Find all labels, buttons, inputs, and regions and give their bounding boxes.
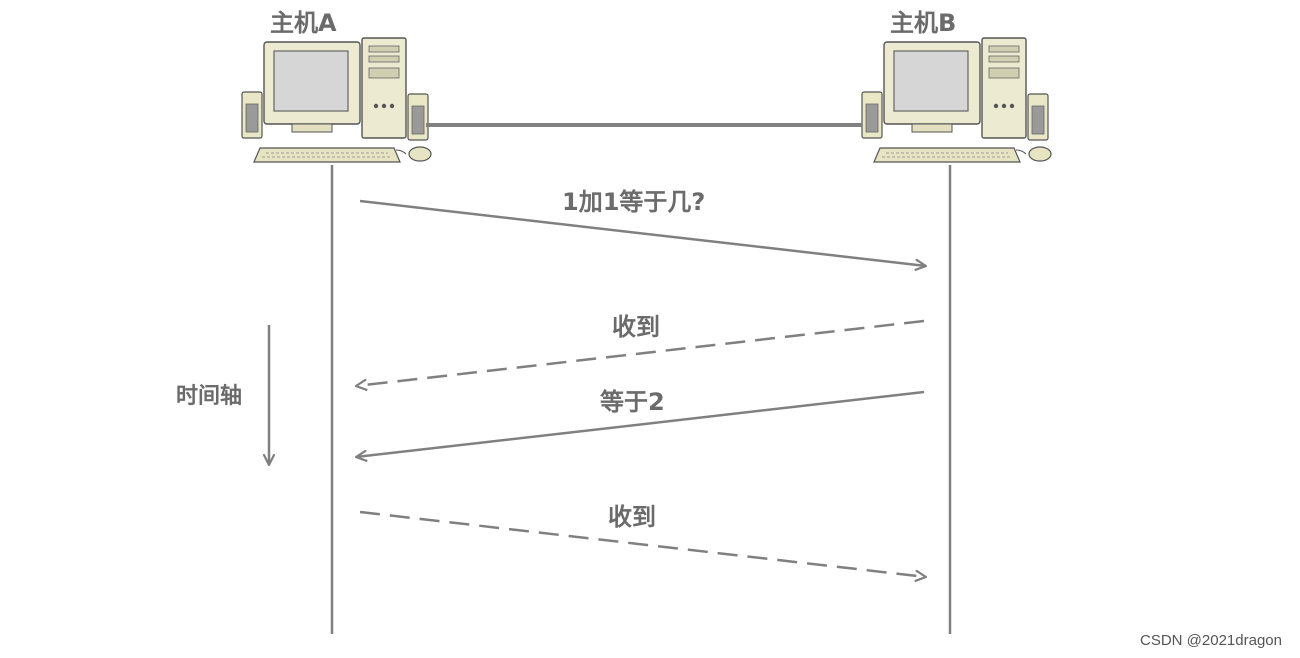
message-arrow-1: [359, 199, 926, 266]
message-label-1: 1加1等于几?: [562, 188, 705, 216]
host-a-label: 主机A: [270, 9, 337, 37]
message-label-4: 收到: [608, 503, 656, 531]
message-arrow-2: [356, 319, 925, 386]
message-arrow-4: [359, 510, 926, 577]
message-label-2: 收到: [612, 313, 660, 341]
watermark: CSDN @2021dragon: [1140, 632, 1282, 649]
message-arrow-3: [356, 390, 925, 457]
time-axis-label: 时间轴: [176, 383, 242, 409]
host-b-computer-icon: [861, 37, 1052, 163]
host-b-label: 主机B: [890, 9, 956, 37]
host-a-computer-icon: [241, 37, 432, 163]
message-label-3: 等于2: [600, 388, 665, 416]
